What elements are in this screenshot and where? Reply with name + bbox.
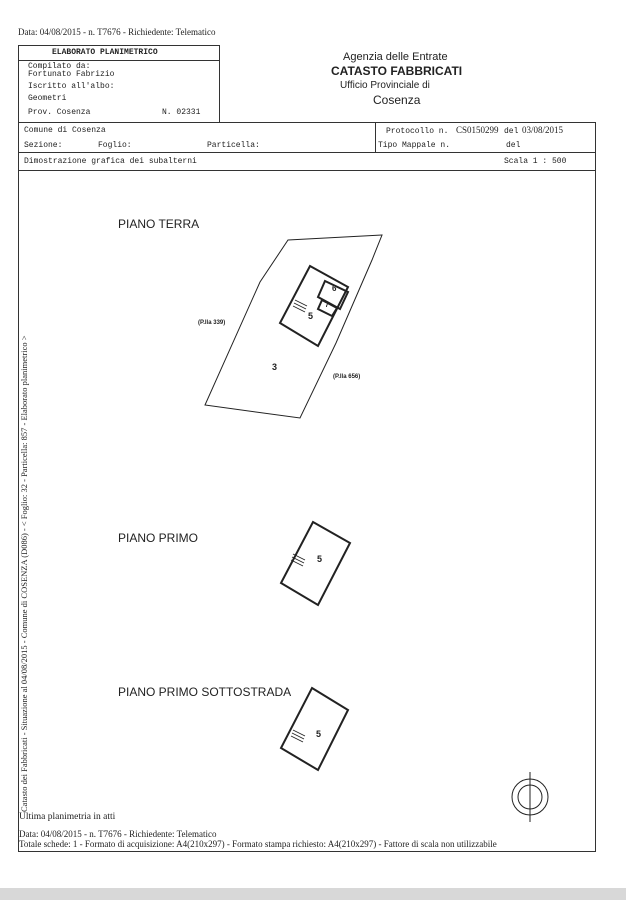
main-frame — [18, 122, 596, 852]
comune: Comune di Cosenza — [24, 126, 106, 135]
agency-line2: CATASTO FABBRICATI — [331, 64, 463, 78]
elaborato-title: ELABORATO PLANIMETRICO — [52, 48, 158, 57]
albo-label: Iscritto all'albo: — [28, 82, 115, 91]
sub-3-label: 3 — [272, 362, 278, 372]
sub7-room — [316, 298, 339, 318]
sub-7-label: 7 — [325, 302, 329, 309]
albo-value: Geometri — [28, 94, 67, 103]
divider — [375, 122, 376, 152]
del-label-2: del — [506, 141, 521, 150]
footer-data-line: Data: 04/08/2015 - n. T7676 - Richiedent… — [19, 829, 217, 839]
divider — [18, 152, 595, 153]
protocollo-value: CS0150299 — [456, 125, 499, 135]
compilato-value: Fortunato Fabrizio — [28, 70, 115, 79]
stairs-icon — [290, 299, 308, 743]
agency-line4: Cosenza — [373, 93, 421, 107]
sub6-room — [316, 279, 350, 311]
building-first — [279, 520, 352, 607]
header-line: Data: 04/08/2015 - n. T7676 - Richiedent… — [18, 27, 216, 37]
plla-339-label: (P.lla 339) — [198, 320, 226, 326]
sub-5-label: 5 — [308, 311, 314, 321]
footer-totale-line: Totale schede: 1 - Formato di acquisizio… — [19, 839, 497, 849]
building-basement — [279, 686, 350, 772]
scala: Scala 1 : 500 — [504, 157, 567, 166]
sub-6-label: 6 — [332, 284, 337, 293]
building-ground — [278, 264, 350, 348]
sub-5-label: 5 — [317, 554, 323, 564]
divider — [18, 170, 595, 171]
foglio: Foglio: — [98, 141, 132, 150]
compilato-label: Compilato da: — [28, 62, 91, 71]
plla-656-label: (P.lla 656) — [333, 374, 361, 380]
tipo-mappale: Tipo Mappale n. — [378, 141, 451, 150]
protocollo-date: 03/08/2015 — [522, 125, 564, 135]
del-label: del — [504, 127, 519, 136]
floor-title-terra: PIANO TERRA — [118, 217, 200, 231]
dimostrazione: Dimostrazione grafica dei subalterni — [24, 157, 197, 166]
particella: Particella: — [207, 141, 260, 150]
prov: Prov. Cosenza — [28, 108, 91, 117]
numero: N. 02331 — [162, 108, 201, 117]
divider — [18, 60, 219, 61]
agency-line3: Ufficio Provinciale di — [340, 80, 430, 91]
scan-bottom-edge — [0, 888, 626, 900]
floor-title-primo: PIANO PRIMO — [118, 531, 199, 545]
lot-outline — [204, 234, 383, 419]
agency-line1: Agenzia delle Entrate — [343, 51, 448, 63]
north-compass-icon — [511, 772, 549, 822]
sub-5-label: 5 — [316, 729, 322, 739]
sezione: Sezione: — [24, 141, 63, 150]
floor-title-sottostrada: PIANO PRIMO SOTTOSTRADA — [118, 685, 292, 699]
ultima-planimetria: Ultima planimetria in atti — [19, 812, 116, 822]
protocollo-label: Protocollo n. — [386, 127, 449, 136]
